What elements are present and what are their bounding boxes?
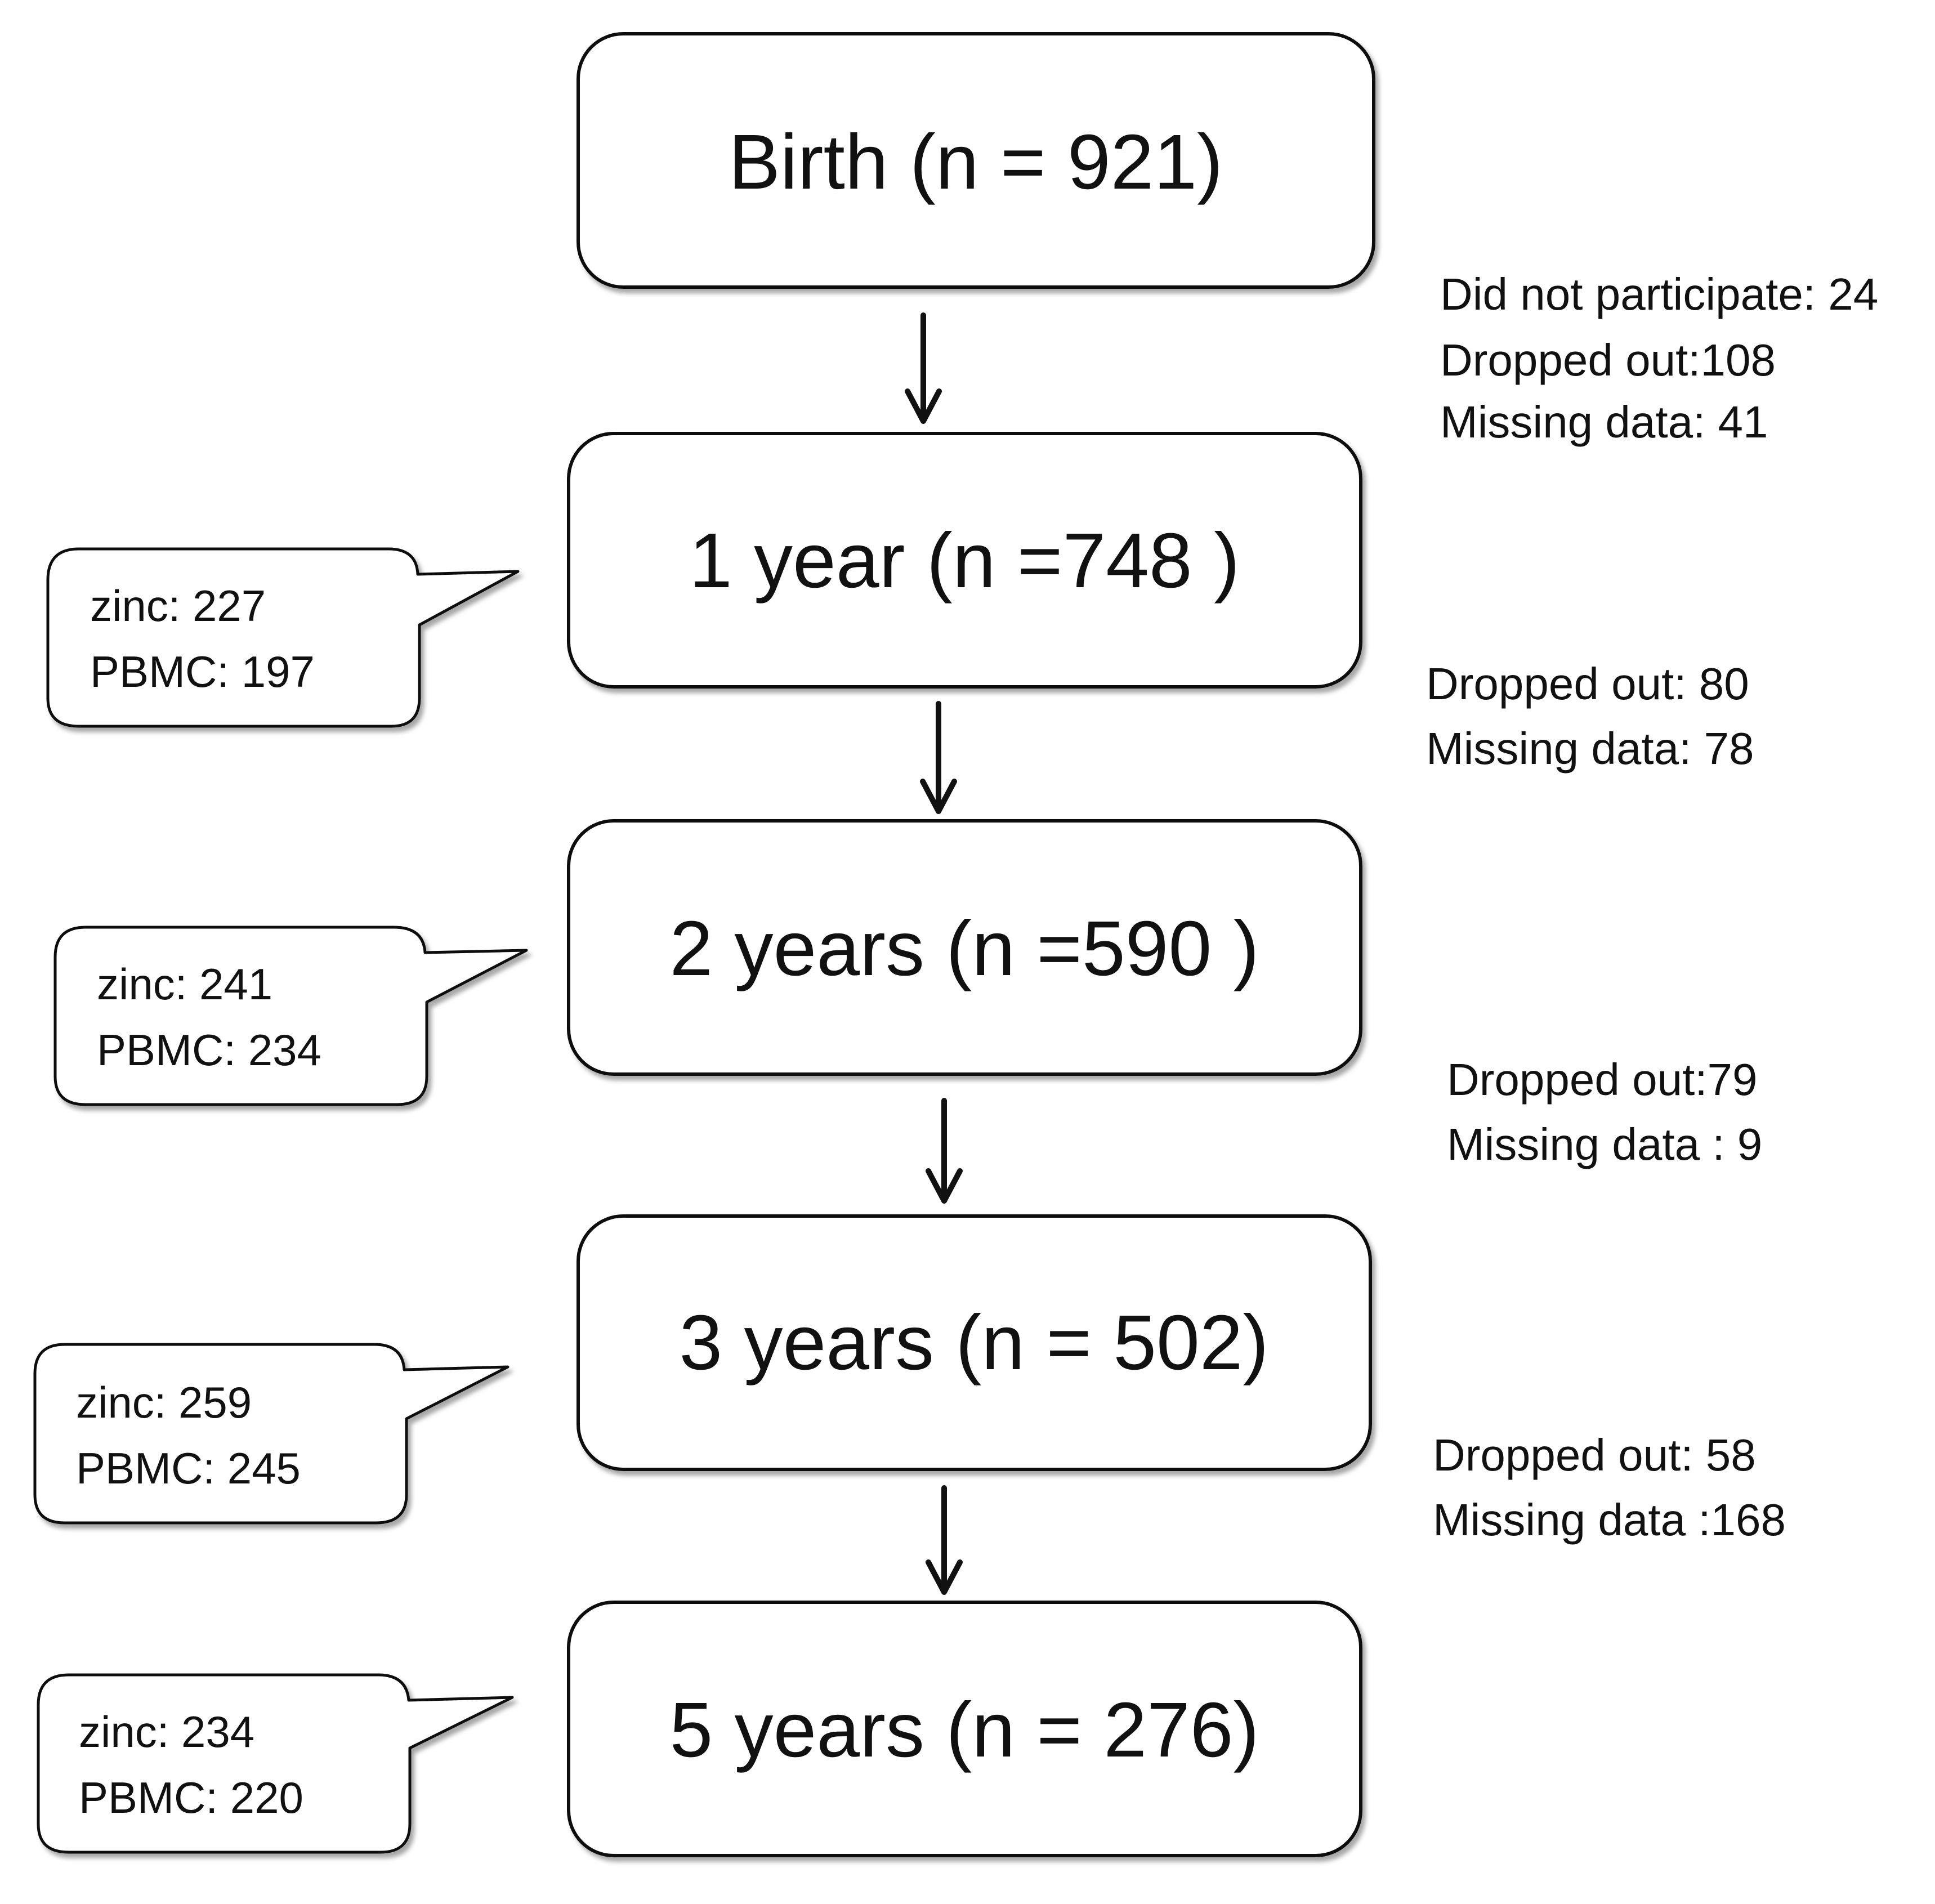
callout-pbmc-3-years: PBMC: 245 [76,1443,301,1493]
loss-dropped-out: Dropped out:79 [1447,1054,1758,1105]
stage-box-3-years: 3 years (n = 502) [577,1214,1372,1471]
callout-2-years: zinc: 241 PBMC: 234 [53,926,528,1106]
stage-box-birth: Birth (n = 921) [577,32,1375,289]
arrow-3-years-to-5-years [926,1485,963,1595]
stage-label-1-year: 1 year (n =748 ) [689,517,1240,604]
callout-zinc-3-years: zinc: 259 [76,1378,252,1427]
callout-1-year: zinc: 227 PBMC: 197 [46,547,520,728]
callout-pbmc-1-year: PBMC: 197 [90,647,315,696]
loss-note-1-year-to-2-years: Dropped out: 80 Missing data: 78 [1426,659,1754,774]
callout-pbmc-2-years: PBMC: 234 [97,1025,321,1075]
stage-box-5-years: 5 years (n = 276) [567,1601,1362,1857]
callout-zinc-2-years: zinc: 241 [97,959,272,1009]
loss-note-3-years-to-5-years: Dropped out: 58 Missing data :168 [1433,1430,1786,1545]
loss-dropped-out: Dropped out:108 [1440,335,1776,385]
loss-dropped-out: Dropped out: 58 [1433,1430,1756,1480]
loss-missing-data: Missing data: 78 [1426,723,1754,774]
callout-pbmc-5-years: PBMC: 220 [79,1773,303,1822]
loss-missing-data: Missing data: 41 [1440,397,1768,447]
stage-label-3-years: 3 years (n = 502) [679,1299,1268,1386]
loss-note-2-years-to-3-years: Dropped out:79 Missing data : 9 [1447,1054,1762,1169]
callout-5-years: zinc: 234 PBMC: 220 [37,1673,514,1854]
stage-box-2-years: 2 years (n =590 ) [567,819,1362,1076]
callout-zinc-5-years: zinc: 234 [79,1707,254,1756]
callout-zinc-1-year: zinc: 227 [90,581,266,631]
arrow-2-years-to-3-years [926,1098,963,1204]
stage-label-2-years: 2 years (n =590 ) [669,905,1259,992]
loss-dropped-out: Dropped out: 80 [1426,659,1749,709]
arrow-1-year-to-2-years [920,701,957,814]
loss-missing-data: Missing data : 9 [1447,1119,1762,1169]
callout-3-years: zinc: 259 PBMC: 245 [33,1343,510,1525]
stage-label-birth: Birth (n = 921) [729,119,1223,205]
loss-note-birth-to-1-year: Did not participate: 24 Dropped out:108 … [1440,269,1878,447]
stage-box-1-year: 1 year (n =748 ) [567,432,1362,689]
stage-label-5-years: 5 years (n = 276) [669,1687,1259,1773]
arrow-birth-to-1-year [905,312,942,424]
loss-missing-data: Missing data :168 [1433,1495,1786,1545]
loss-did-not-participate: Did not participate: 24 [1440,269,1878,319]
